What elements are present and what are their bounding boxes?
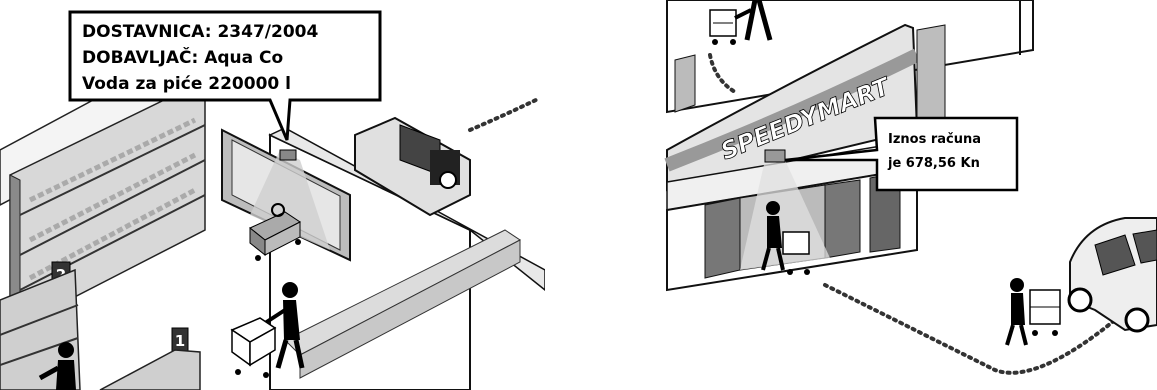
delivery-van (1069, 218, 1157, 331)
store-window-upper (675, 55, 695, 112)
checkout-reader (765, 150, 785, 162)
rfid-reader (280, 150, 296, 160)
store-scene: SPEEDYMART Iznos računa je 678,56 Kn (655, 0, 1157, 390)
warehouse-scene: 2 1 (0, 0, 545, 390)
callout-line-3: Voda za piće 220000 l (82, 74, 291, 94)
shelf-sign-1: 1 (172, 328, 188, 352)
delivery-route (470, 98, 540, 130)
warehouse-illustration: 2 1 (0, 0, 545, 390)
receipt-line-2: je 678,56 Kn (887, 156, 980, 171)
callout-line-2: DOBAVLJAČ: Aqua Co (82, 46, 283, 68)
receipt-line-1: Iznos računa (888, 132, 981, 147)
shelf-number-1: 1 (175, 332, 185, 350)
worker-near-van (1007, 278, 1060, 345)
store-illustration: SPEEDYMART Iznos računa je 678,56 Kn (655, 0, 1157, 390)
callout-line-1: DOSTAVNICA: 2347/2004 (82, 22, 318, 42)
